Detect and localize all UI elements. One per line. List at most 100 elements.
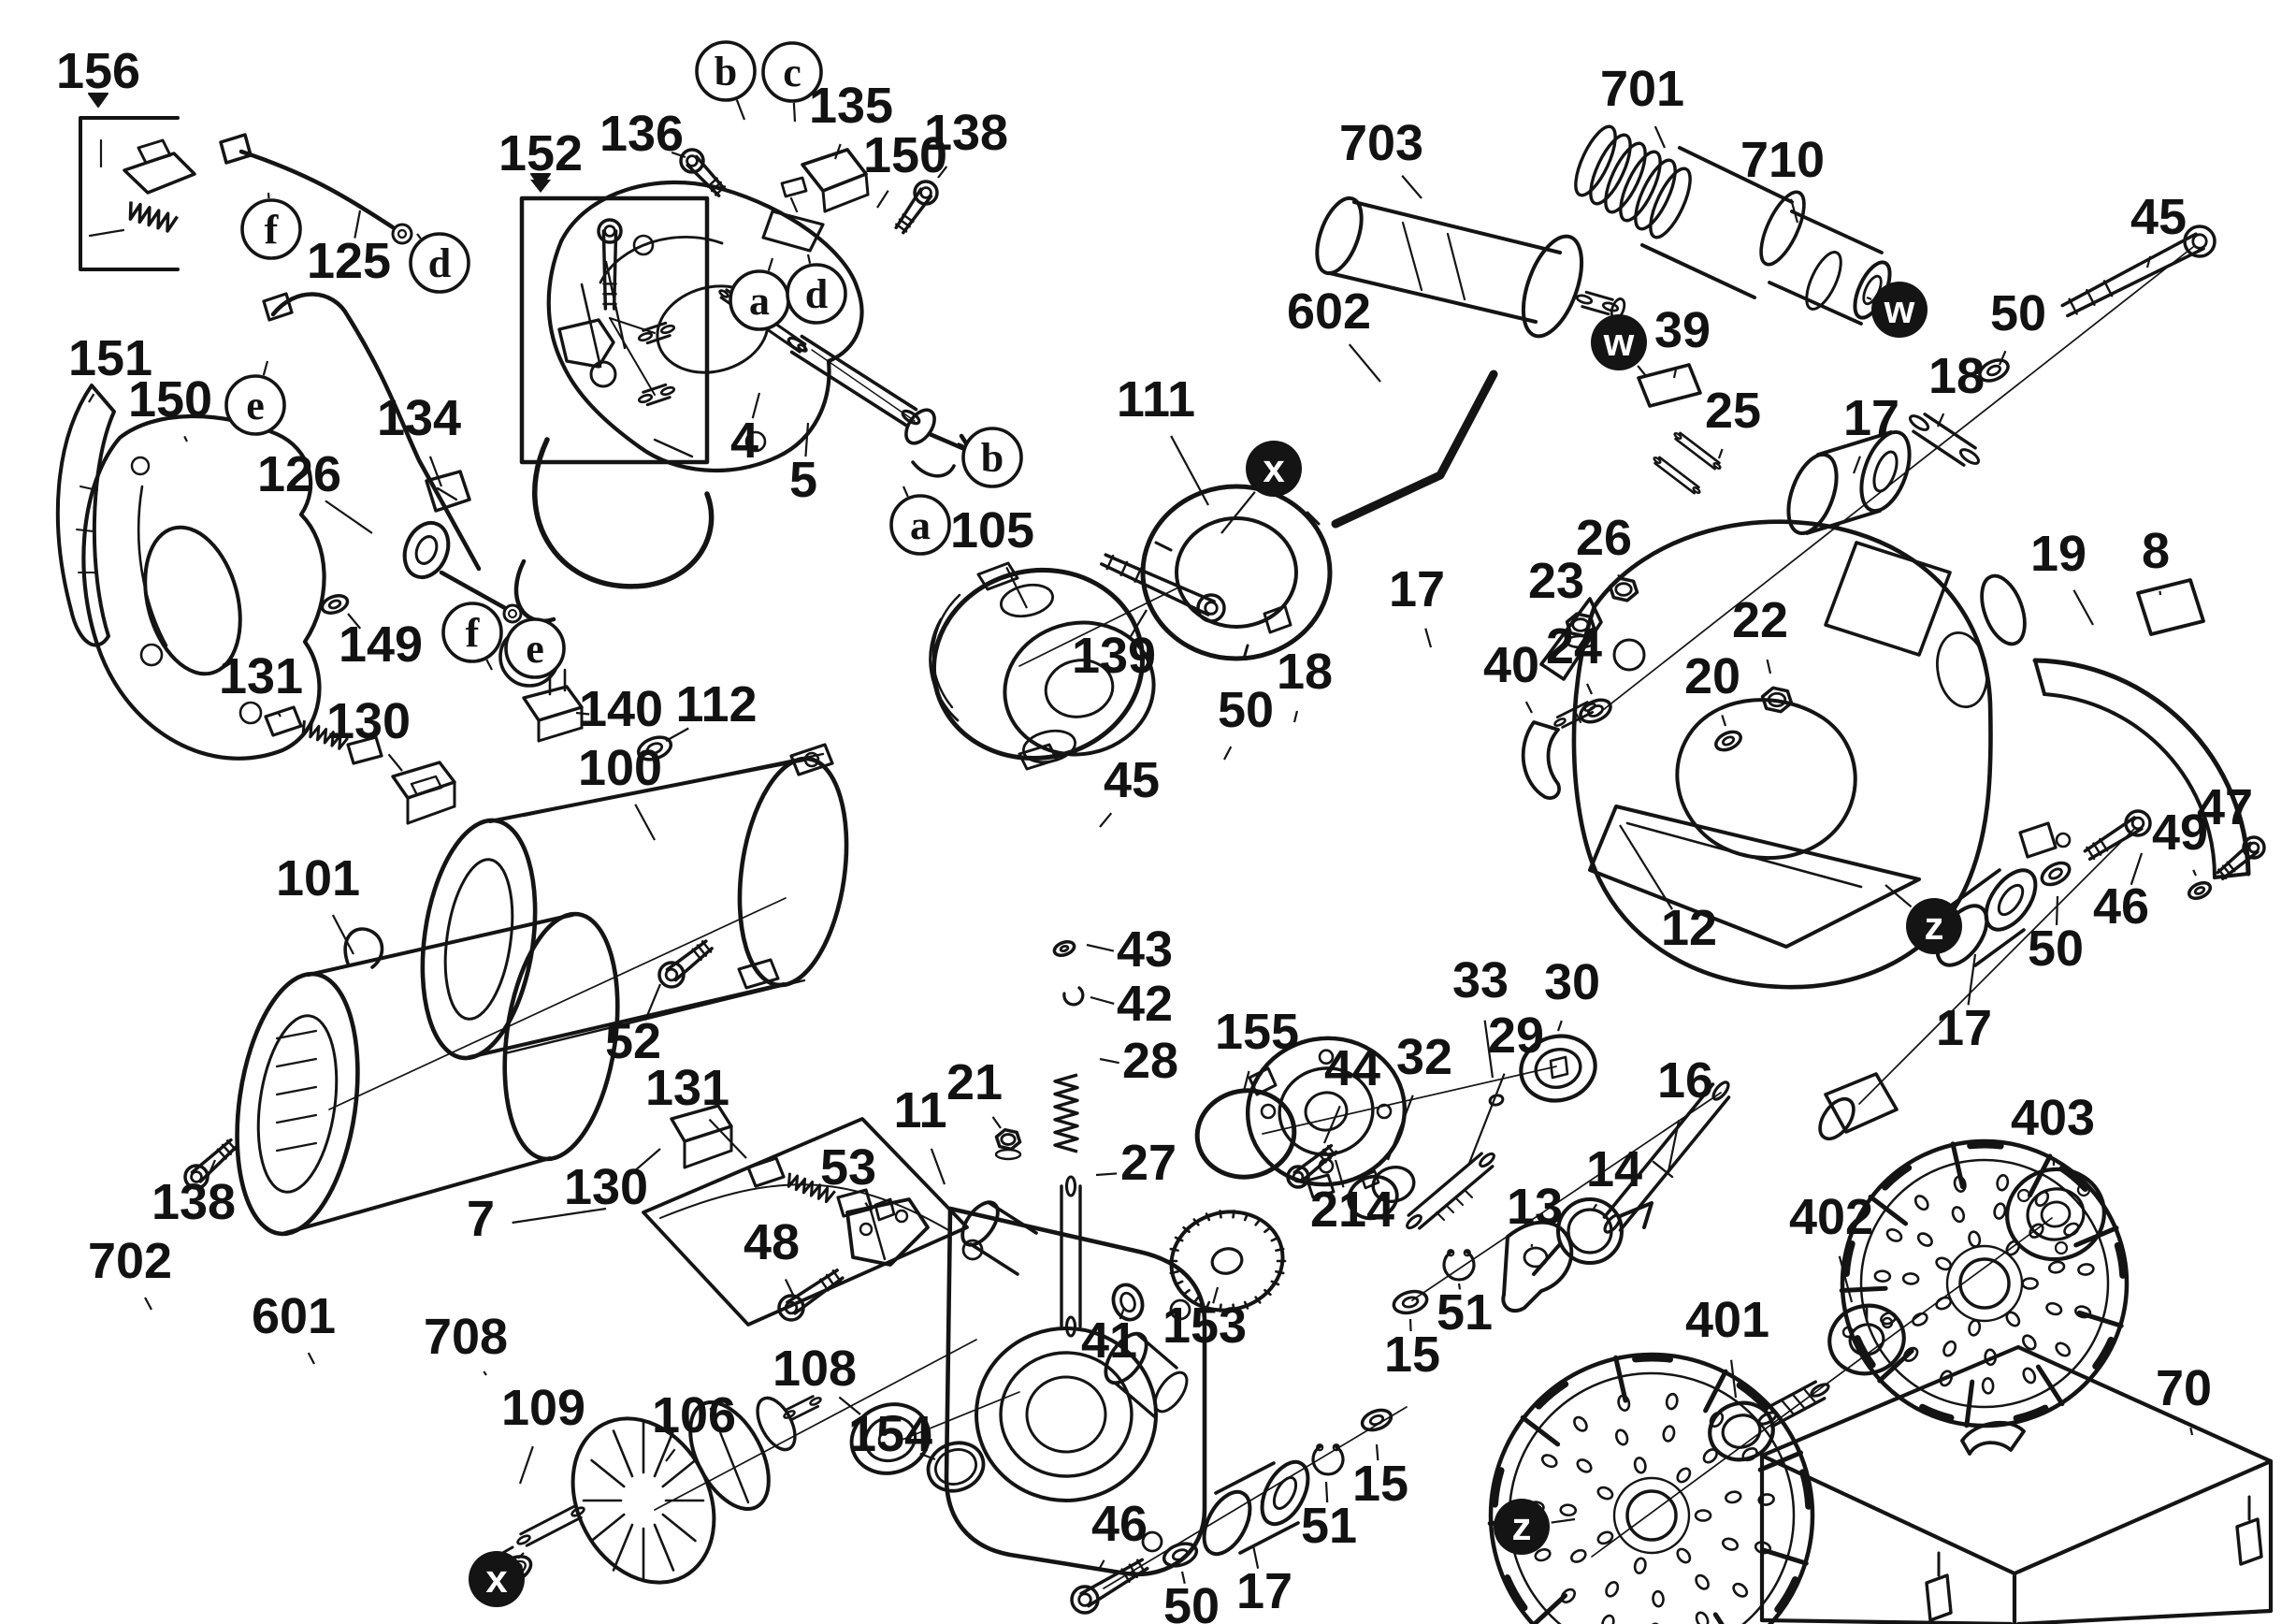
part-label-136: 136 [599,106,684,162]
part-label-7: 7 [467,1191,495,1247]
part-label-13: 13 [1507,1179,1563,1235]
assembly-badge-circle [1591,314,1647,370]
part-label-48: 48 [744,1214,800,1270]
part-label-403: 403 [2011,1090,2095,1146]
part-label-45: 45 [2130,189,2187,245]
part-label-130: 130 [326,693,411,749]
part-label-154: 154 [848,1406,932,1462]
part-label-15: 15 [1384,1327,1440,1383]
part-label-109: 109 [501,1380,585,1436]
part-label-11: 11 [893,1082,946,1138]
part-label-106: 106 [652,1387,736,1443]
part-label-8: 8 [2142,523,2170,579]
part-label-50: 50 [2028,921,2084,977]
leader-lines [88,99,2246,1585]
part-label-130: 130 [564,1159,648,1215]
letter-callout-e: e [526,626,544,672]
part-label-401: 401 [1685,1292,1769,1348]
assembly-badge-circle [1906,898,1962,954]
part-label-18: 18 [1277,644,1333,700]
part-label-24: 24 [1546,618,1602,674]
letter-callout-d: d [428,240,451,286]
letter-callout-circle [224,374,286,436]
part-label-22: 22 [1732,592,1788,648]
part-label-44: 44 [1324,1040,1380,1096]
letter-callout-circle [761,41,823,103]
part-label-29: 29 [1488,1008,1544,1064]
part-label-50: 50 [1163,1578,1220,1624]
part-label-138: 138 [152,1174,236,1230]
part-label-17: 17 [1389,561,1445,617]
part-label-602: 602 [1287,283,1371,340]
part-label-153: 153 [1162,1298,1247,1354]
letter-callout-f: f [265,207,280,253]
part-label-131: 131 [219,648,303,704]
part-label-155: 155 [1215,1004,1299,1060]
part-label-134: 134 [377,390,461,446]
assembly-badge-circle [1246,441,1302,497]
part-label-47: 47 [2197,779,2253,835]
assembly-badge-z: z [1512,1504,1532,1548]
part-label-125: 125 [307,233,391,289]
part-label-50: 50 [1990,285,2046,341]
part-label-105: 105 [950,502,1034,558]
part-label-21: 21 [946,1054,1003,1110]
letter-callout-f: f [466,610,481,656]
part-label-16: 16 [1657,1052,1713,1109]
letter-callout-circle [786,263,847,325]
part-label-30: 30 [1544,954,1600,1010]
part-label-138: 138 [924,105,1008,161]
triangle-marker [530,180,551,193]
part-label-100: 100 [578,740,662,796]
part-label-150: 150 [128,371,212,428]
part-label-15: 15 [1352,1456,1408,1512]
part-label-43: 43 [1117,921,1173,978]
part-label-140: 140 [579,681,663,737]
part-label-708: 708 [424,1309,508,1365]
part-label-4: 4 [730,413,758,469]
part-label-41: 41 [1081,1312,1137,1369]
part-label-150: 150 [863,127,947,183]
part-label-39: 39 [1654,302,1711,358]
part-label-51: 51 [1301,1498,1357,1554]
part-label-112: 112 [675,676,757,732]
letter-callout-circle [441,602,503,663]
part-label-17: 17 [1936,1000,1992,1056]
part-label-20: 20 [1684,648,1740,704]
triangle-marker [88,94,108,107]
letter-callout-circle [504,617,566,679]
part-label-42: 42 [1117,976,1173,1032]
part-label-32: 32 [1396,1029,1452,1085]
part-label-12: 12 [1661,900,1717,956]
part-label-19: 19 [2030,526,2087,582]
part-label-46: 46 [2093,878,2149,935]
part-label-40: 40 [1483,637,1539,693]
assembly-badge-w: w [1603,320,1635,364]
part-label-28: 28 [1122,1033,1178,1089]
part-label-151: 151 [68,330,152,386]
part-label-25: 25 [1705,383,1761,439]
part-label-139: 139 [1072,628,1156,684]
letter-callout-circle [695,40,757,102]
parts-artwork [55,93,2274,1624]
part-label-23: 23 [1528,553,1584,609]
letter-callout-b: b [715,49,737,94]
part-label-156: 156 [56,43,140,99]
part-label-45: 45 [1104,752,1160,808]
part-label-18: 18 [1928,348,1985,404]
assembly-badge-x: x [485,1557,508,1601]
part-label-152: 152 [498,125,583,181]
part-label-131: 131 [645,1060,729,1116]
part-label-101: 101 [276,850,360,906]
letter-callout-e: e [246,383,265,428]
part-label-51: 51 [1437,1284,1493,1341]
letter-callout-a: a [749,278,770,324]
part-label-149: 149 [339,616,423,673]
part-label-703: 703 [1339,115,1423,171]
letter-callout-circle [240,198,302,260]
part-label-702: 702 [88,1233,172,1289]
letter-callout-c: c [783,50,801,95]
assembly-badge-circle [469,1551,525,1607]
